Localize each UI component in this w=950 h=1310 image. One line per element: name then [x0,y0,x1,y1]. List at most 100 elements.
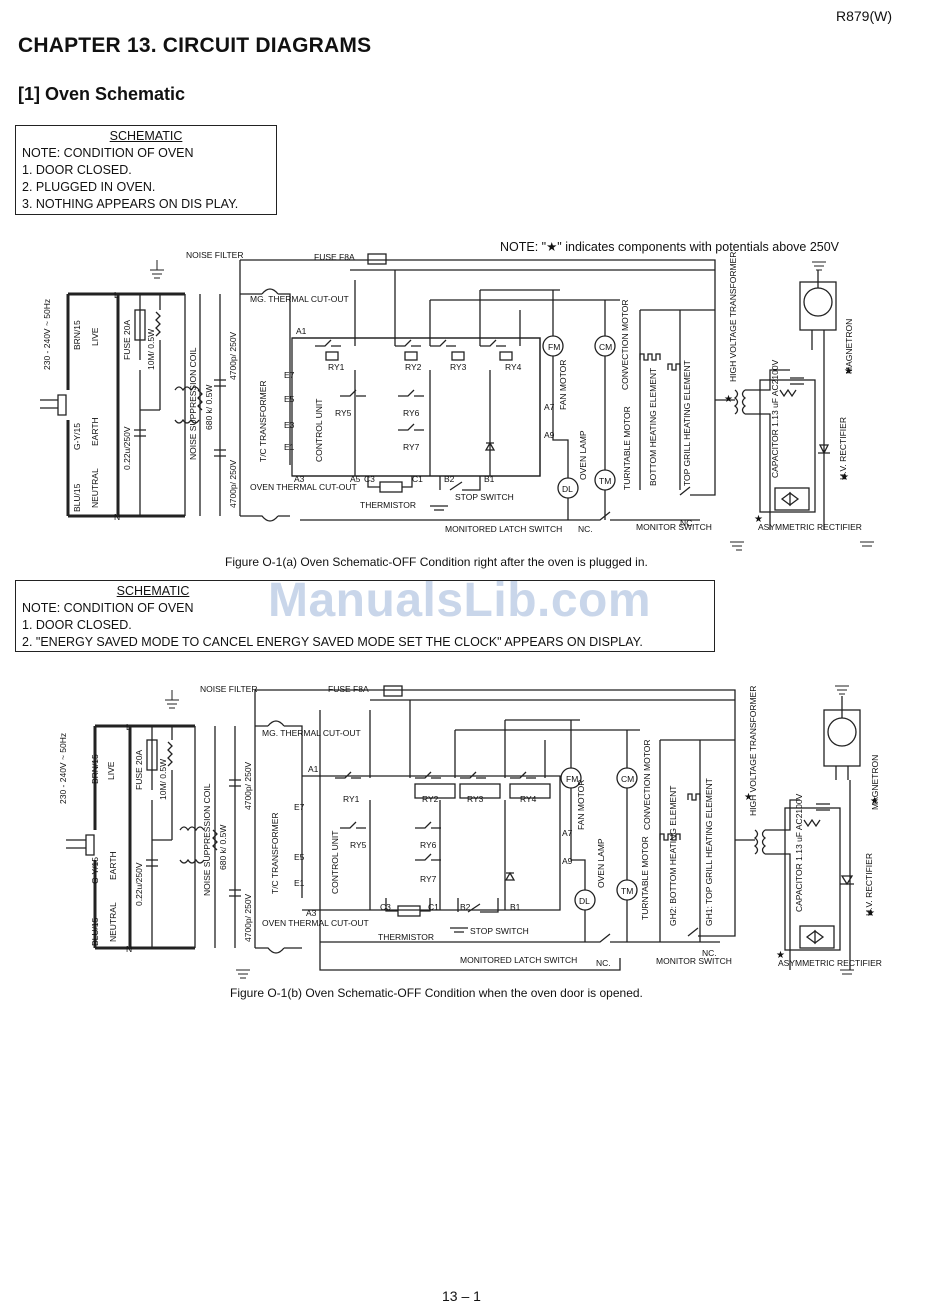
fuse-f8a-label: FUSE F8A [328,684,369,694]
terminal-label: C1 [428,902,439,912]
terminal-label: A1 [296,326,307,336]
tm-label: TM [621,886,633,896]
terminal-label: A9 [562,856,573,866]
note-line: NOTE: CONDITION OF OVEN [22,146,194,160]
resistor-10m-label: 10M/ 0.5W [146,329,156,370]
terminal-label: A9 [544,430,555,440]
control-unit-label: CONTROL UNIT [314,399,324,462]
nc-label: NC. [702,948,717,958]
blu-label: BLU/15 [90,917,100,946]
dl-label: DL [579,896,590,906]
gy-label: G-Y/15 [72,423,82,450]
latch-switch-label: MONITORED LATCH SWITCH [460,955,577,965]
supply-label: 230 - 240V ~ 50Hz [42,299,52,370]
gh2-bottom-label: GH2: BOTTOM HEATING ELEMENT [668,786,678,926]
terminal-label: B1 [484,474,495,484]
resistor-10m-label: 10M/ 0.5W [158,759,168,800]
fuse-f8a-label: FUSE F8A [314,252,355,262]
neutral-terminal-label: N [126,944,132,954]
fan-motor-label: FAN MOTOR [576,780,586,830]
terminal-label: C3 [380,902,391,912]
ground-icon [150,260,874,551]
fm-label: FM [548,342,560,352]
blu-label: BLU/15 [72,483,82,512]
fuse-20a-label: FUSE 20A [122,320,132,360]
noise-coil-label: NOISE SUPPRESSION COIL [202,783,212,896]
star-icon: ★ [776,950,785,961]
turntable-motor-label: TURNTABLE MOTOR [622,406,632,490]
line-terminal-label: L [114,290,119,300]
relay-label: RY2 [405,362,422,372]
star-icon: ★ [866,908,875,919]
control-unit-label: CONTROL UNIT [330,831,340,894]
cap-4700-label: 4700p/ 250V [243,761,253,810]
nc-label: NC. [596,958,611,968]
cap-022-label: 0.22u/250V [134,862,144,906]
neutral-terminal-label: N [114,512,120,522]
model-number: R879(W) [835,8,892,24]
live-label: LIVE [90,327,100,346]
brn-label: BRN/15 [72,320,82,350]
terminal-label: A5 [350,474,361,484]
nc-label: NC. [578,524,593,534]
thermistor-label: THERMISTOR [360,500,416,510]
convection-motor-label: CONVECTION MOTOR [620,299,630,390]
mg-thermal-label: MG. THERMAL CUT-OUT [250,294,349,304]
resistor-680k-label: 680 k/ 0.5W [218,825,228,870]
chapter-title: CHAPTER 13. CIRCUIT DIAGRAMS [18,34,372,57]
star-icon: ★ [840,472,849,483]
terminal-label: E5 [284,394,295,404]
relay-label: RY6 [403,408,420,418]
oven-thermal-label: OVEN THERMAL CUT-OUT [250,482,357,492]
relay-label: RY7 [403,442,420,452]
star-icon: ★ [754,514,763,525]
tc-transformer-label: T/C TRANSFORMER [258,380,268,462]
stop-switch-label: STOP SWITCH [455,492,514,502]
relay-label: RY3 [467,794,484,804]
nc-label: NC. [680,518,695,528]
terminal-label: C1 [412,474,423,484]
dl-label: DL [562,484,573,494]
magnetron-label: MAGNETRON [844,319,854,374]
fan-motor-label: FAN MOTOR [558,360,568,410]
terminal-label: A7 [562,828,573,838]
figure-caption-b: Figure O-1(b) Oven Schematic-OFF Conditi… [230,986,643,1000]
terminal-label: A1 [308,764,319,774]
cap-4700-label: 4700p/ 250V [243,893,253,942]
mg-thermal-label: MG. THERMAL CUT-OUT [262,728,361,738]
terminal-label: A7 [544,402,555,412]
terminal-label: E1 [294,878,305,888]
live-label: LIVE [106,761,116,780]
capacitor-label: CAPACITOR 1.13 uF AC2100V [770,359,780,478]
terminal-label: E7 [284,370,295,380]
star-icon: ★ [844,366,853,377]
relay-label: RY1 [343,794,360,804]
note-line: 3. NOTHING APPEARS ON DIS PLAY. [22,197,239,211]
figure-caption-a: Figure O-1(a) Oven Schematic-OFF Conditi… [225,555,648,569]
line-terminal-label: L [126,722,131,732]
relay-label: RY5 [350,840,367,850]
star-icon: ★ [744,792,753,803]
noise-coil-label: NOISE SUPPRESSION COIL [188,347,198,460]
earth-label: EARTH [108,851,118,880]
relay-label: RY5 [335,408,352,418]
terminal-label: E5 [294,852,305,862]
monitor-switch-label: MONITOR SWITCH [636,522,712,532]
terminal-label: A3 [294,474,305,484]
oven-lamp-label: OVEN LAMP [596,838,606,888]
terminal-label: E3 [284,420,295,430]
relay-label: RY2 [422,794,439,804]
capacitor-label: CAPACITOR 1.13 uF AC2100V [794,793,804,912]
terminal-label: B2 [460,902,471,912]
watermark: ManualsLib.com [268,574,652,627]
hv-rectifier-label: H.V. RECTIFIER [864,853,874,916]
resistor-680k-label: 680 k/ 0.5W [204,385,214,430]
section-title: [1] Oven Schematic [18,84,186,104]
oven-thermal-label: OVEN THERMAL CUT-OUT [262,918,369,928]
supply-label: 230 - 240V ~ 50Hz [58,733,68,804]
cap-022-label: 0.22u/250V [122,426,132,470]
tm-label: TM [599,476,611,486]
relay-label: RY6 [420,840,437,850]
relay-label: RY1 [328,362,345,372]
note-heading: SCHEMATIC [116,584,190,598]
